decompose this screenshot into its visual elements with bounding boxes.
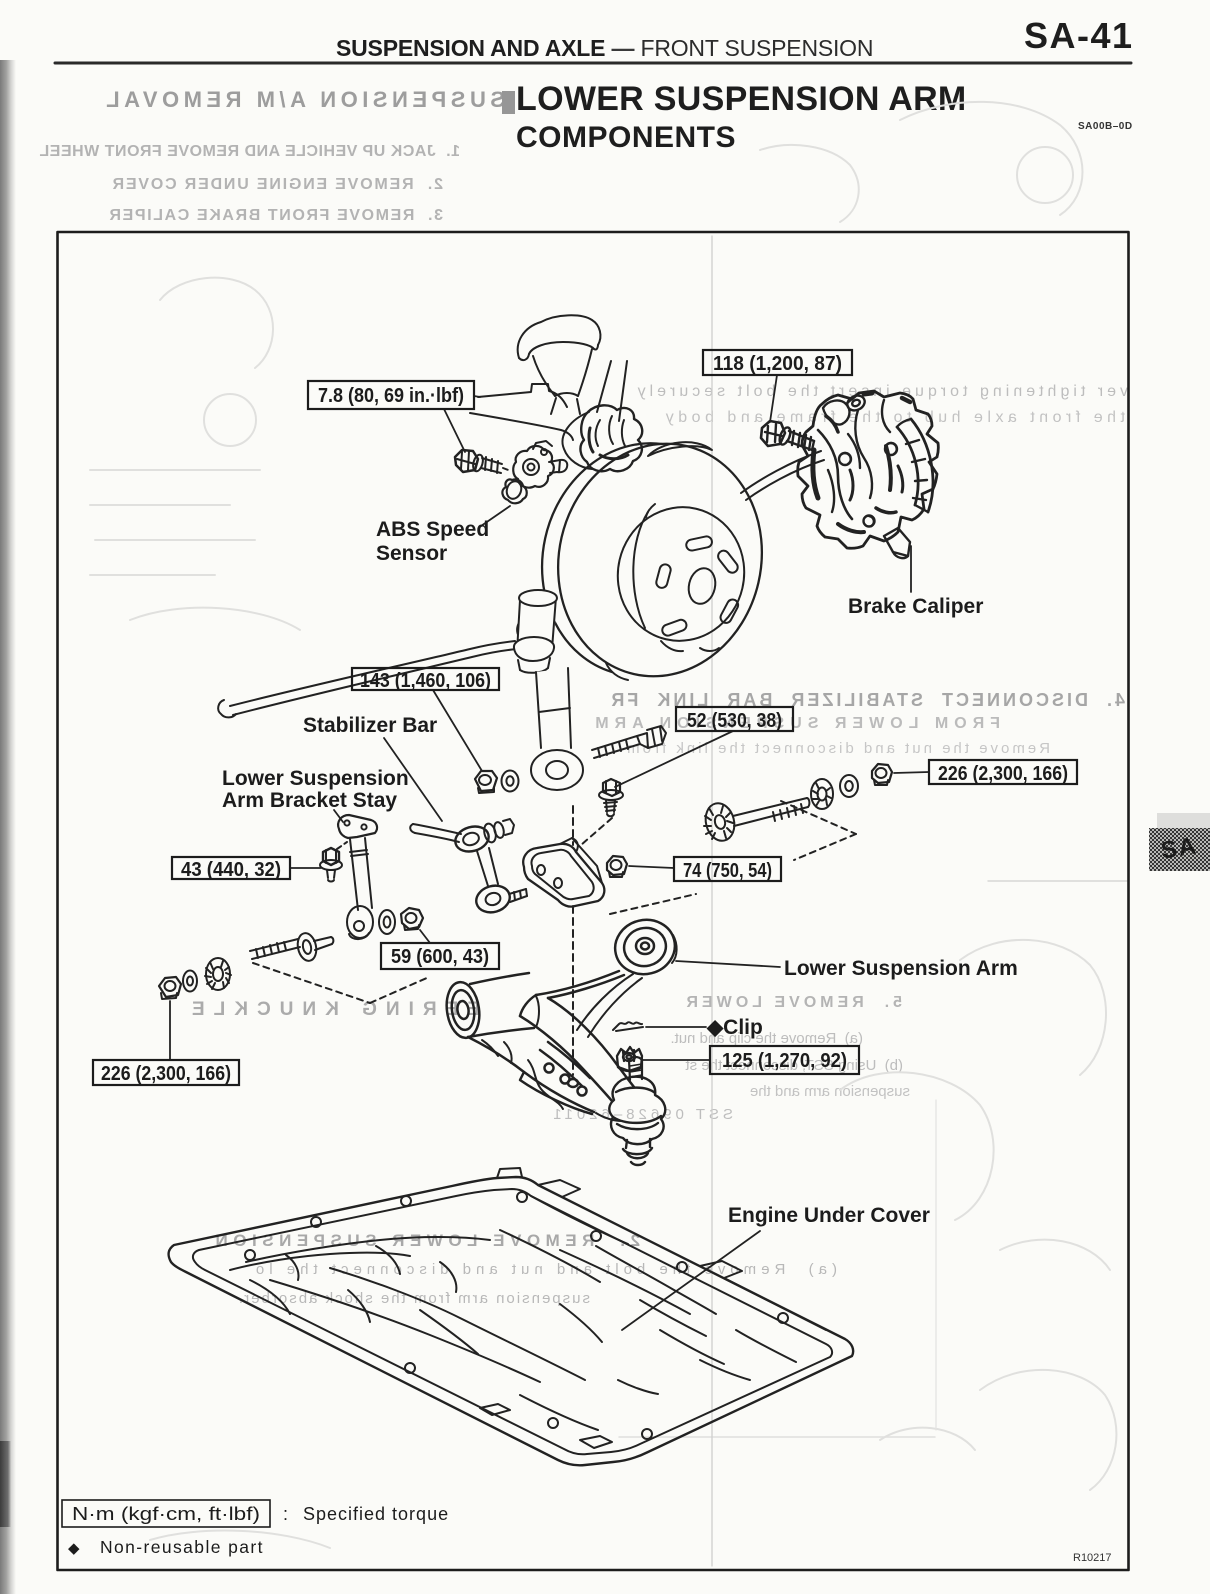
svg-text:Lower Suspension: Lower Suspension	[222, 767, 409, 790]
svg-text:74 (750, 54): 74 (750, 54)	[683, 860, 772, 882]
svg-text:N·m (kgf·cm, ft·lbf): N·m (kgf·cm, ft·lbf)	[72, 1504, 260, 1524]
svg-text:Arm Bracket Stay: Arm Bracket Stay	[222, 789, 397, 812]
svg-text:R10217: R10217	[1073, 1552, 1112, 1564]
svg-text:◆Clip: ◆Clip	[706, 1016, 763, 1039]
svg-text:143 (1,460, 106): 143 (1,460, 106)	[360, 670, 491, 692]
svg-text:52 (530, 38): 52 (530, 38)	[687, 710, 782, 732]
svg-text:Non-reusable part: Non-reusable part	[100, 1537, 264, 1557]
svg-text:125 (1,270, 92): 125 (1,270, 92)	[722, 1050, 847, 1072]
svg-text:226 (2,300, 166): 226 (2,300, 166)	[101, 1063, 231, 1085]
svg-text:Sensor: Sensor	[376, 542, 447, 565]
svg-text:Specified torque: Specified torque	[303, 1504, 449, 1524]
svg-text:Brake Caliper: Brake Caliper	[848, 595, 983, 618]
svg-text:Engine Under Cover: Engine Under Cover	[728, 1204, 930, 1227]
svg-text:◆: ◆	[68, 1540, 80, 1557]
svg-text:59 (600, 43): 59 (600, 43)	[391, 946, 489, 968]
svg-text:118 (1,200, 87): 118 (1,200, 87)	[713, 353, 842, 375]
svg-text:43 (440, 32): 43 (440, 32)	[181, 859, 281, 881]
svg-text:ABS Speed: ABS Speed	[376, 518, 489, 541]
svg-text:226 (2,300, 166): 226 (2,300, 166)	[938, 763, 1068, 785]
svg-text:Stabilizer Bar: Stabilizer Bar	[303, 714, 437, 737]
svg-text:Lower Suspension Arm: Lower Suspension Arm	[784, 957, 1018, 980]
svg-text:7.8 (80, 69 in.·lbf): 7.8 (80, 69 in.·lbf)	[318, 385, 464, 407]
svg-text::: :	[283, 1504, 288, 1524]
